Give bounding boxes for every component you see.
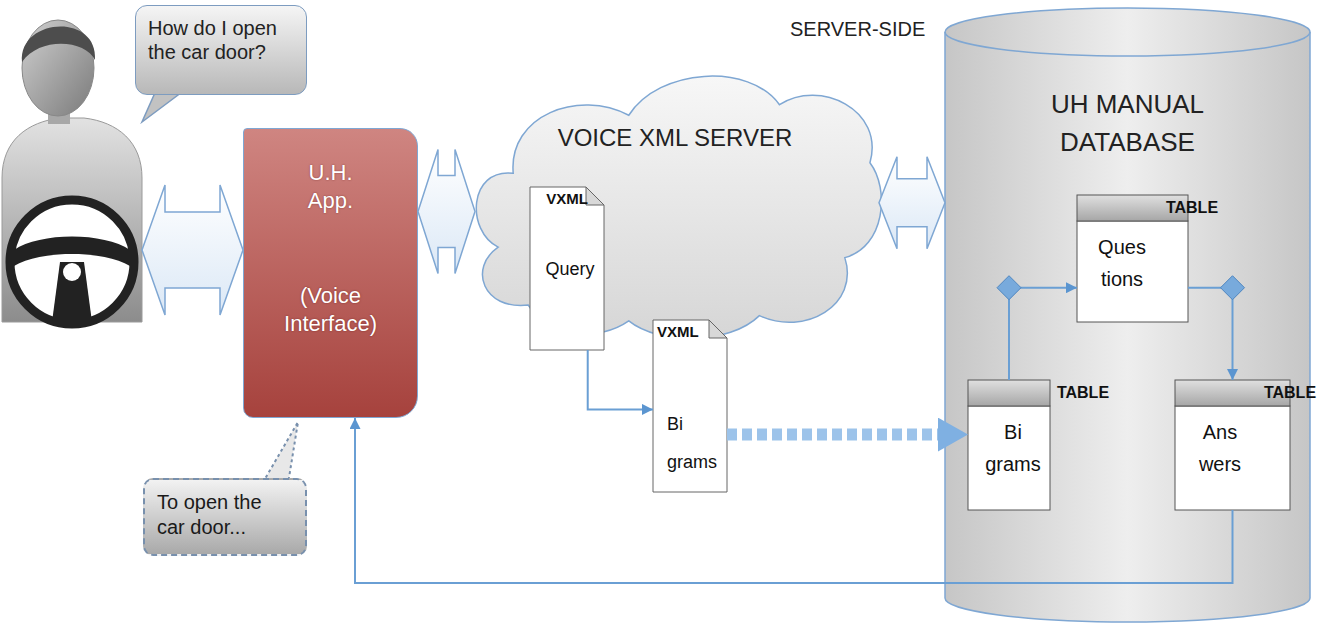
relation-diamond [1221, 276, 1245, 300]
connector [727, 434, 938, 435]
table-name: Bi grams [968, 406, 1044, 480]
document-outline [653, 320, 727, 492]
table-body [968, 406, 1050, 510]
wheel-spoke [52, 262, 92, 322]
document-outline [530, 187, 604, 350]
doc-title: Query [534, 251, 596, 289]
relation-diamond [997, 276, 1021, 300]
table-header: TABLE [1175, 380, 1323, 406]
app-subtitle: (Voice Interface) [252, 282, 409, 337]
doc-title: Bi grams [657, 406, 719, 482]
flow-line [355, 418, 1233, 583]
connector [418, 150, 475, 274]
db-table: TABLEAns wers [1175, 380, 1290, 510]
table-name: Ques tions [1077, 221, 1153, 295]
vxml-document: VXML Query [530, 187, 604, 350]
db-table: TABLEQues tions [1077, 195, 1188, 322]
app-title: U.H. App. [286, 159, 376, 214]
table-body [1077, 221, 1188, 322]
region-label: SERVER-SIDE [790, 18, 925, 41]
app-box: U.H. App. (Voice Interface) [243, 128, 418, 418]
server-cloud: VOICE XML SERVER VXML Query [468, 52, 882, 342]
cylinder-rim [945, 32, 1310, 56]
flow-line [1188, 288, 1233, 380]
vxml-document: VXML Bi grams [653, 320, 727, 492]
table-name: Ans wers [1175, 406, 1251, 480]
db-table: TABLEBi grams [968, 380, 1050, 510]
wheel-hub [63, 263, 81, 281]
table-header: TABLE [968, 380, 1198, 406]
document-fold [586, 187, 604, 205]
double-arrow [142, 185, 243, 315]
flow-line [588, 350, 653, 409]
connector [355, 418, 1233, 583]
document-fold [709, 320, 727, 338]
speech-bubble: How do I open the car door? [135, 5, 307, 95]
bubble-text: How do I open the car door? [148, 16, 294, 64]
doc-header: VXML [657, 323, 723, 340]
bubble-tail [262, 422, 298, 484]
bubble-text: To open the car door... [157, 490, 293, 540]
cloud-title: VOICE XML SERVER [468, 124, 882, 152]
connector [588, 350, 653, 409]
db-title: UH MANUAL DATABASE [1013, 86, 1243, 161]
steering-wheel [10, 200, 134, 324]
table-header-bar [968, 380, 1050, 406]
wheel-spoke [14, 237, 130, 267]
connector [879, 157, 945, 249]
double-arrow [418, 150, 475, 274]
table-header: TABLE [1077, 195, 1307, 221]
driver-hair [22, 26, 95, 62]
flow-line [1009, 288, 1077, 380]
dashed-arrow [727, 429, 938, 441]
driver-figure [2, 20, 142, 324]
connector [997, 276, 1077, 380]
node-outline [968, 380, 1050, 510]
cylinder-body [945, 8, 1310, 622]
double-arrow [879, 157, 945, 249]
doc-header: VXML [534, 190, 600, 207]
table-body [1175, 406, 1290, 510]
connector [1188, 276, 1245, 380]
database-cylinder: UH MANUAL DATABASETABLEQues tionsTABLEBi… [945, 8, 1310, 622]
reply-bubble: To open the car door... [143, 478, 307, 556]
